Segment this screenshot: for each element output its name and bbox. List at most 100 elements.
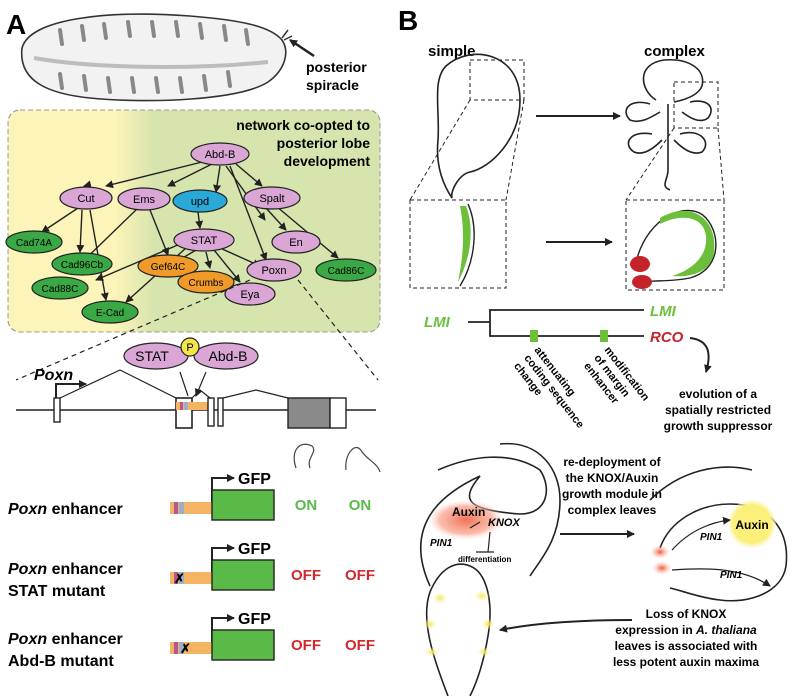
- larva-illustration: [20, 13, 293, 102]
- pin1-label-a: PIN1: [700, 532, 723, 543]
- svg-text:Cad96Cb: Cad96Cb: [61, 260, 104, 271]
- rco-arrow: [689, 337, 712, 373]
- svg-text:Ems: Ems: [133, 194, 156, 206]
- panel-b-label: B: [398, 5, 418, 36]
- redeploy-line4: complex leaves: [568, 503, 657, 517]
- gfp-label: GFP: [238, 611, 271, 628]
- node-spalt: Spalt: [243, 186, 301, 210]
- node-en: En: [271, 230, 321, 254]
- state-lobe-1: OFF: [291, 567, 321, 584]
- node-cad74a: Cad74A: [5, 230, 63, 254]
- complex-label: complex: [644, 43, 706, 60]
- node-eya: Eya: [224, 282, 276, 306]
- loss-line2-prefix: expression in A. thaliana: [615, 623, 757, 637]
- state-lobe-1: OFF: [291, 637, 321, 654]
- state-lobe-2: OFF: [345, 637, 375, 654]
- svg-text:Cad88C: Cad88C: [42, 284, 79, 295]
- redeploy-line3: growth module in: [562, 487, 662, 501]
- svg-text:STAT: STAT: [191, 235, 218, 247]
- node-abdb: Abd-B: [190, 142, 250, 166]
- reporter-label: Poxn enhancer: [8, 631, 123, 648]
- mutation-x-mark: ✗: [174, 571, 185, 586]
- poxn-gene-model: Poxn: [16, 367, 376, 429]
- node-gef64c: Gef64C: [137, 254, 199, 278]
- redeploy-line1: re-deployment of: [563, 455, 661, 469]
- state-lobe-1: ON: [295, 497, 318, 514]
- simple-leaf: [409, 53, 525, 201]
- phospho-label: P: [186, 342, 193, 354]
- svg-text:En: En: [289, 237, 302, 249]
- regulation-lines: [469, 521, 494, 553]
- poxn-gene-label: Poxn: [34, 367, 73, 384]
- node-ems: Ems: [117, 187, 171, 211]
- svg-text:Abd-B: Abd-B: [205, 149, 236, 161]
- node-crumbs: Crumbs: [177, 270, 235, 294]
- lobe-outlines: [293, 443, 381, 473]
- state-lobe-2: ON: [349, 497, 372, 514]
- state-lobe-2: OFF: [345, 567, 375, 584]
- loss-arrow: [499, 619, 633, 633]
- evolution-line3: growth suppressor: [664, 419, 773, 433]
- network-title-1: network co-opted to: [236, 117, 370, 133]
- evolution-line1: evolution of a: [679, 387, 757, 401]
- gfp-box: [211, 559, 275, 591]
- pin1-label: PIN1: [430, 538, 453, 549]
- svg-text:Gef64C: Gef64C: [151, 262, 185, 273]
- evolution-line2: spatially restricted: [665, 403, 771, 417]
- node-cut: Cut: [59, 186, 113, 210]
- svg-text:Cad86C: Cad86C: [328, 266, 365, 277]
- simple-label: simple: [428, 43, 476, 60]
- spiracle-label-1: posterior: [306, 59, 367, 75]
- panel-a-label: A: [6, 9, 26, 40]
- gfp-box: [211, 489, 275, 521]
- rco-label: RCO: [650, 329, 684, 346]
- lmi-right-label: LMI: [650, 303, 677, 320]
- loss-line1: Loss of KNOX: [646, 607, 727, 621]
- network-title-2: posterior lobe: [277, 135, 371, 151]
- svg-text:E-Cad: E-Cad: [96, 308, 124, 319]
- node-cad96cb: Cad96Cb: [51, 252, 113, 276]
- loss-line4: less potent auxin maxima: [613, 655, 759, 669]
- complex-leaflet: [649, 466, 788, 602]
- gfp-label: GFP: [238, 541, 271, 558]
- zoom-lines-a: [15, 279, 379, 381]
- mutation-x-mark: ✗: [180, 641, 191, 656]
- spiracle-arrow: [289, 38, 315, 58]
- reporter-label-line2: STAT mutant: [8, 583, 106, 600]
- pin1-label-b: PIN1: [720, 570, 743, 581]
- gfp-label: GFP: [238, 471, 271, 488]
- reporter-label-line2: Abd-B mutant: [8, 653, 114, 670]
- complex-margin-zoom: [625, 199, 725, 291]
- node-cad86c: Cad86C: [315, 258, 377, 282]
- node-cad88c: Cad88C: [31, 276, 89, 300]
- svg-text:Cut: Cut: [77, 193, 94, 205]
- phylogeny: [468, 309, 644, 342]
- svg-text:Cad74A: Cad74A: [16, 238, 52, 249]
- abdb-factor-label: Abd-B: [209, 348, 248, 364]
- svg-text:Eya: Eya: [241, 289, 261, 301]
- svg-text:Poxn: Poxn: [261, 265, 286, 277]
- loss-line3: leaves is associated with: [615, 639, 758, 653]
- stat-abdb-factors: STAT Abd-B P: [123, 337, 259, 370]
- lmi-left-label: LMI: [424, 314, 451, 331]
- gfp-box: [211, 629, 275, 661]
- reporter-label: Poxn enhancer: [8, 561, 123, 578]
- network-title-3: development: [284, 153, 371, 169]
- stat-factor-label: STAT: [135, 348, 169, 364]
- auxin-maxima-label: Auxin: [735, 518, 768, 532]
- node-poxn: Poxn: [246, 258, 302, 282]
- network-nodes: Abd-B Cut Ems upd Spalt STAT En Poxn: [5, 142, 377, 324]
- simple-margin-zoom: [409, 199, 507, 289]
- svg-text:Crumbs: Crumbs: [188, 278, 223, 289]
- node-upd: upd: [172, 189, 228, 213]
- redeploy-line2: the KNOX/Auxin: [566, 471, 659, 485]
- spiracle-label-2: spiracle: [306, 77, 359, 93]
- node-ecad: E-Cad: [81, 300, 139, 324]
- node-stat: STAT: [173, 228, 235, 252]
- svg-text:Spalt: Spalt: [259, 193, 284, 205]
